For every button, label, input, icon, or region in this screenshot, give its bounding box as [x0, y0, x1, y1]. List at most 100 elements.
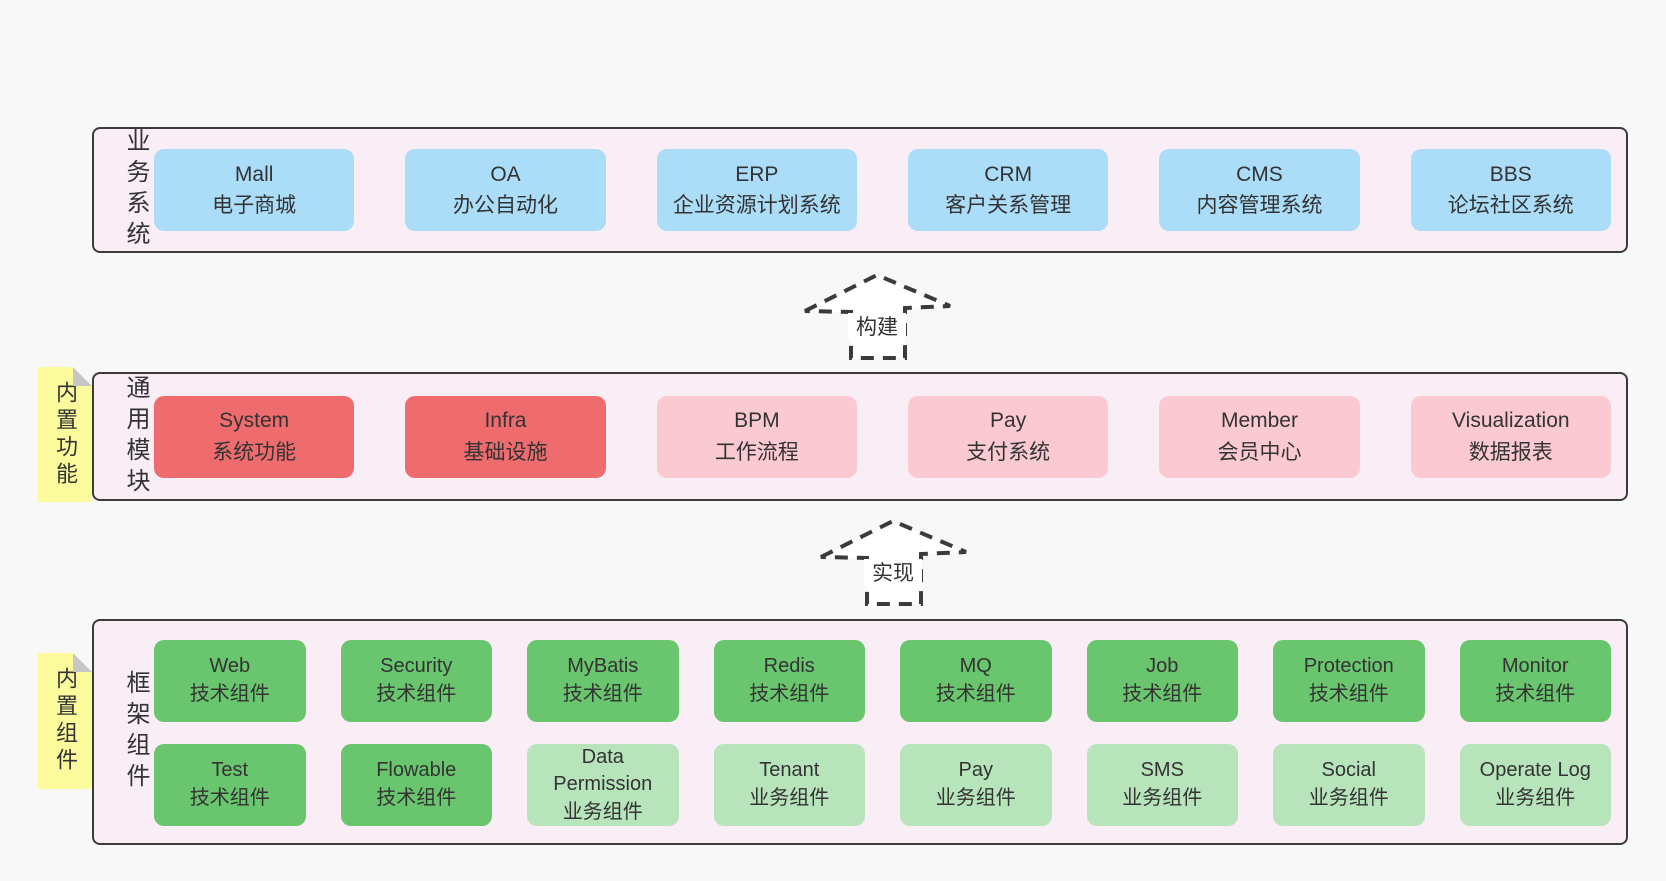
box-mq: MQ 技术组件 — [900, 640, 1052, 722]
arrow-build-label: 构建 — [856, 316, 898, 339]
box-crm-name: CRM — [984, 162, 1033, 186]
box-protection: Protection 技术组件 — [1273, 640, 1425, 722]
box-visualization-name: Visualization — [1452, 409, 1570, 432]
box-system-name: System — [219, 409, 290, 432]
box-test-desc: 技术组件 — [189, 787, 270, 809]
box-pay-module-desc: 支付系统 — [966, 440, 1051, 464]
box-web-desc: 技术组件 — [189, 683, 270, 705]
band-business-label: 业务系统 — [122, 128, 149, 252]
box-mybatis: MyBatis 技术组件 — [527, 640, 679, 722]
sticky-builtin-features-label: 内置功能 — [53, 380, 78, 489]
box-member-name: Member — [1220, 409, 1298, 432]
box-visualization: Visualization 数据报表 — [1410, 395, 1611, 478]
box-sms: SMS 业务组件 — [1086, 744, 1238, 826]
box-system-desc: 系统功能 — [212, 440, 297, 464]
box-test-name: Test — [211, 759, 249, 782]
components-row-1: Web 技术组件 Security 技术组件 MyBatis 技术组件 Redi… — [154, 640, 1611, 722]
box-infra: Infra 基础设施 — [405, 395, 606, 478]
box-bbs-desc: 论坛社区系统 — [1447, 194, 1574, 217]
band-components-label: 框架组件 — [122, 670, 149, 794]
box-oa-name: OA — [490, 162, 521, 186]
box-erp: ERP 企业资源计划系统 — [656, 149, 857, 231]
box-mall-desc: 电子商城 — [212, 194, 297, 217]
box-operate-log: Operate Log 业务组件 — [1459, 744, 1611, 826]
box-data-permission-desc: 业务组件 — [562, 800, 643, 823]
box-mybatis-desc: 技术组件 — [562, 683, 643, 705]
box-mq-desc: 技术组件 — [935, 683, 1016, 705]
arrow-implement-label-bg — [864, 559, 922, 586]
box-bpm: BPM 工作流程 — [656, 395, 857, 478]
arrow-build: 构建 — [804, 272, 951, 360]
box-bpm-name: BPM — [734, 409, 780, 432]
box-social-desc: 业务组件 — [1308, 787, 1389, 809]
box-oa-desc: 办公自动化 — [452, 194, 558, 217]
components-row-2: Test 技术组件 Flowable 技术组件 Data Permission … — [154, 744, 1611, 826]
components-rows: Web 技术组件 Security 技术组件 MyBatis 技术组件 Redi… — [154, 640, 1611, 826]
box-pay-component-name: Pay — [958, 759, 993, 782]
box-monitor-desc: 技术组件 — [1495, 683, 1576, 705]
band-modules-label: 通用模块 — [122, 374, 149, 499]
box-erp-name: ERP — [735, 162, 779, 186]
box-member-desc: 会员中心 — [1217, 440, 1302, 464]
box-bpm-desc: 工作流程 — [714, 440, 799, 464]
box-pay-module-name: Pay — [990, 409, 1027, 432]
box-protection-desc: 技术组件 — [1308, 683, 1389, 705]
box-flowable-desc: 技术组件 — [376, 787, 457, 809]
box-monitor: Monitor 技术组件 — [1459, 640, 1611, 722]
box-mall-name: Mall — [234, 162, 274, 186]
box-monitor-name: Monitor — [1501, 655, 1569, 678]
box-web-name: Web — [209, 655, 251, 678]
box-redis: Redis 技术组件 — [713, 640, 865, 722]
box-test: Test 技术组件 — [154, 744, 306, 826]
box-pay-component: Pay 业务组件 — [900, 744, 1052, 826]
band-common-modules: 通用模块 System 系统功能 Infra 基础设施 BPM 工作流程 Pay… — [92, 372, 1628, 501]
box-job-name: Job — [1146, 655, 1179, 678]
box-security-desc: 技术组件 — [376, 683, 457, 705]
box-tenant-desc: 业务组件 — [749, 787, 830, 809]
box-data-permission-name: Data Permission — [553, 745, 653, 796]
box-infra-name: Infra — [484, 409, 527, 432]
box-redis-name: Redis — [763, 655, 815, 678]
box-mq-name: MQ — [959, 655, 992, 678]
sticky-note-builtin-components: 内置组件 — [38, 653, 92, 789]
box-system: System 系统功能 — [154, 395, 355, 478]
sticky-builtin-components-label: 内置组件 — [53, 667, 78, 775]
box-tenant: Tenant 业务组件 — [713, 744, 865, 826]
box-cms: CMS 内容管理系统 — [1159, 149, 1360, 231]
box-data-permission: Data Permission 业务组件 — [527, 744, 679, 826]
box-flowable: Flowable 技术组件 — [340, 744, 492, 826]
box-security-name: Security — [380, 655, 453, 678]
box-social: Social 业务组件 — [1273, 744, 1425, 826]
box-bbs-name: BBS — [1489, 162, 1532, 186]
box-visualization-desc: 数据报表 — [1468, 440, 1553, 464]
box-cms-desc: 内容管理系统 — [1196, 194, 1323, 217]
box-crm: CRM 客户关系管理 — [907, 149, 1109, 231]
arrow-implement-label: 实现 — [872, 562, 914, 585]
box-operate-log-name: Operate Log — [1479, 759, 1591, 782]
box-infra-desc: 基础设施 — [463, 440, 548, 464]
box-job: Job 技术组件 — [1086, 640, 1238, 722]
arrow-build-label-bg — [848, 313, 906, 340]
box-member: Member 会员中心 — [1159, 395, 1360, 478]
box-flowable-name: Flowable — [376, 759, 457, 782]
box-redis-desc: 技术组件 — [749, 683, 830, 705]
box-sms-desc: 业务组件 — [1122, 787, 1203, 809]
box-crm-desc: 客户关系管理 — [945, 194, 1072, 217]
arrow-implement: 实现 — [820, 518, 967, 606]
box-job-desc: 技术组件 — [1122, 683, 1203, 705]
box-bbs: BBS 论坛社区系统 — [1410, 149, 1611, 231]
box-protection-name: Protection — [1303, 655, 1394, 678]
box-mybatis-name: MyBatis — [567, 655, 639, 678]
box-pay-component-desc: 业务组件 — [935, 787, 1016, 809]
box-oa: OA 办公自动化 — [405, 149, 606, 231]
box-tenant-name: Tenant — [759, 759, 820, 782]
box-sms-name: SMS — [1140, 759, 1184, 782]
band-business-systems: 业务系统 Mall 电子商城 OA 办公自动化 ERP 企业资源计划系统 CRM… — [92, 127, 1628, 253]
box-mall: Mall 电子商城 — [154, 149, 355, 231]
box-pay-module: Pay 支付系统 — [907, 395, 1109, 478]
business-boxes-row: Mall 电子商城 OA 办公自动化 ERP 企业资源计划系统 CRM 客户关系… — [154, 149, 1611, 231]
sticky-note-builtin-features: 内置功能 — [38, 367, 92, 502]
band-framework-components: 框架组件 Web 技术组件 Security 技术组件 MyBatis 技术组件… — [92, 619, 1628, 845]
box-operate-log-desc: 业务组件 — [1495, 787, 1576, 809]
